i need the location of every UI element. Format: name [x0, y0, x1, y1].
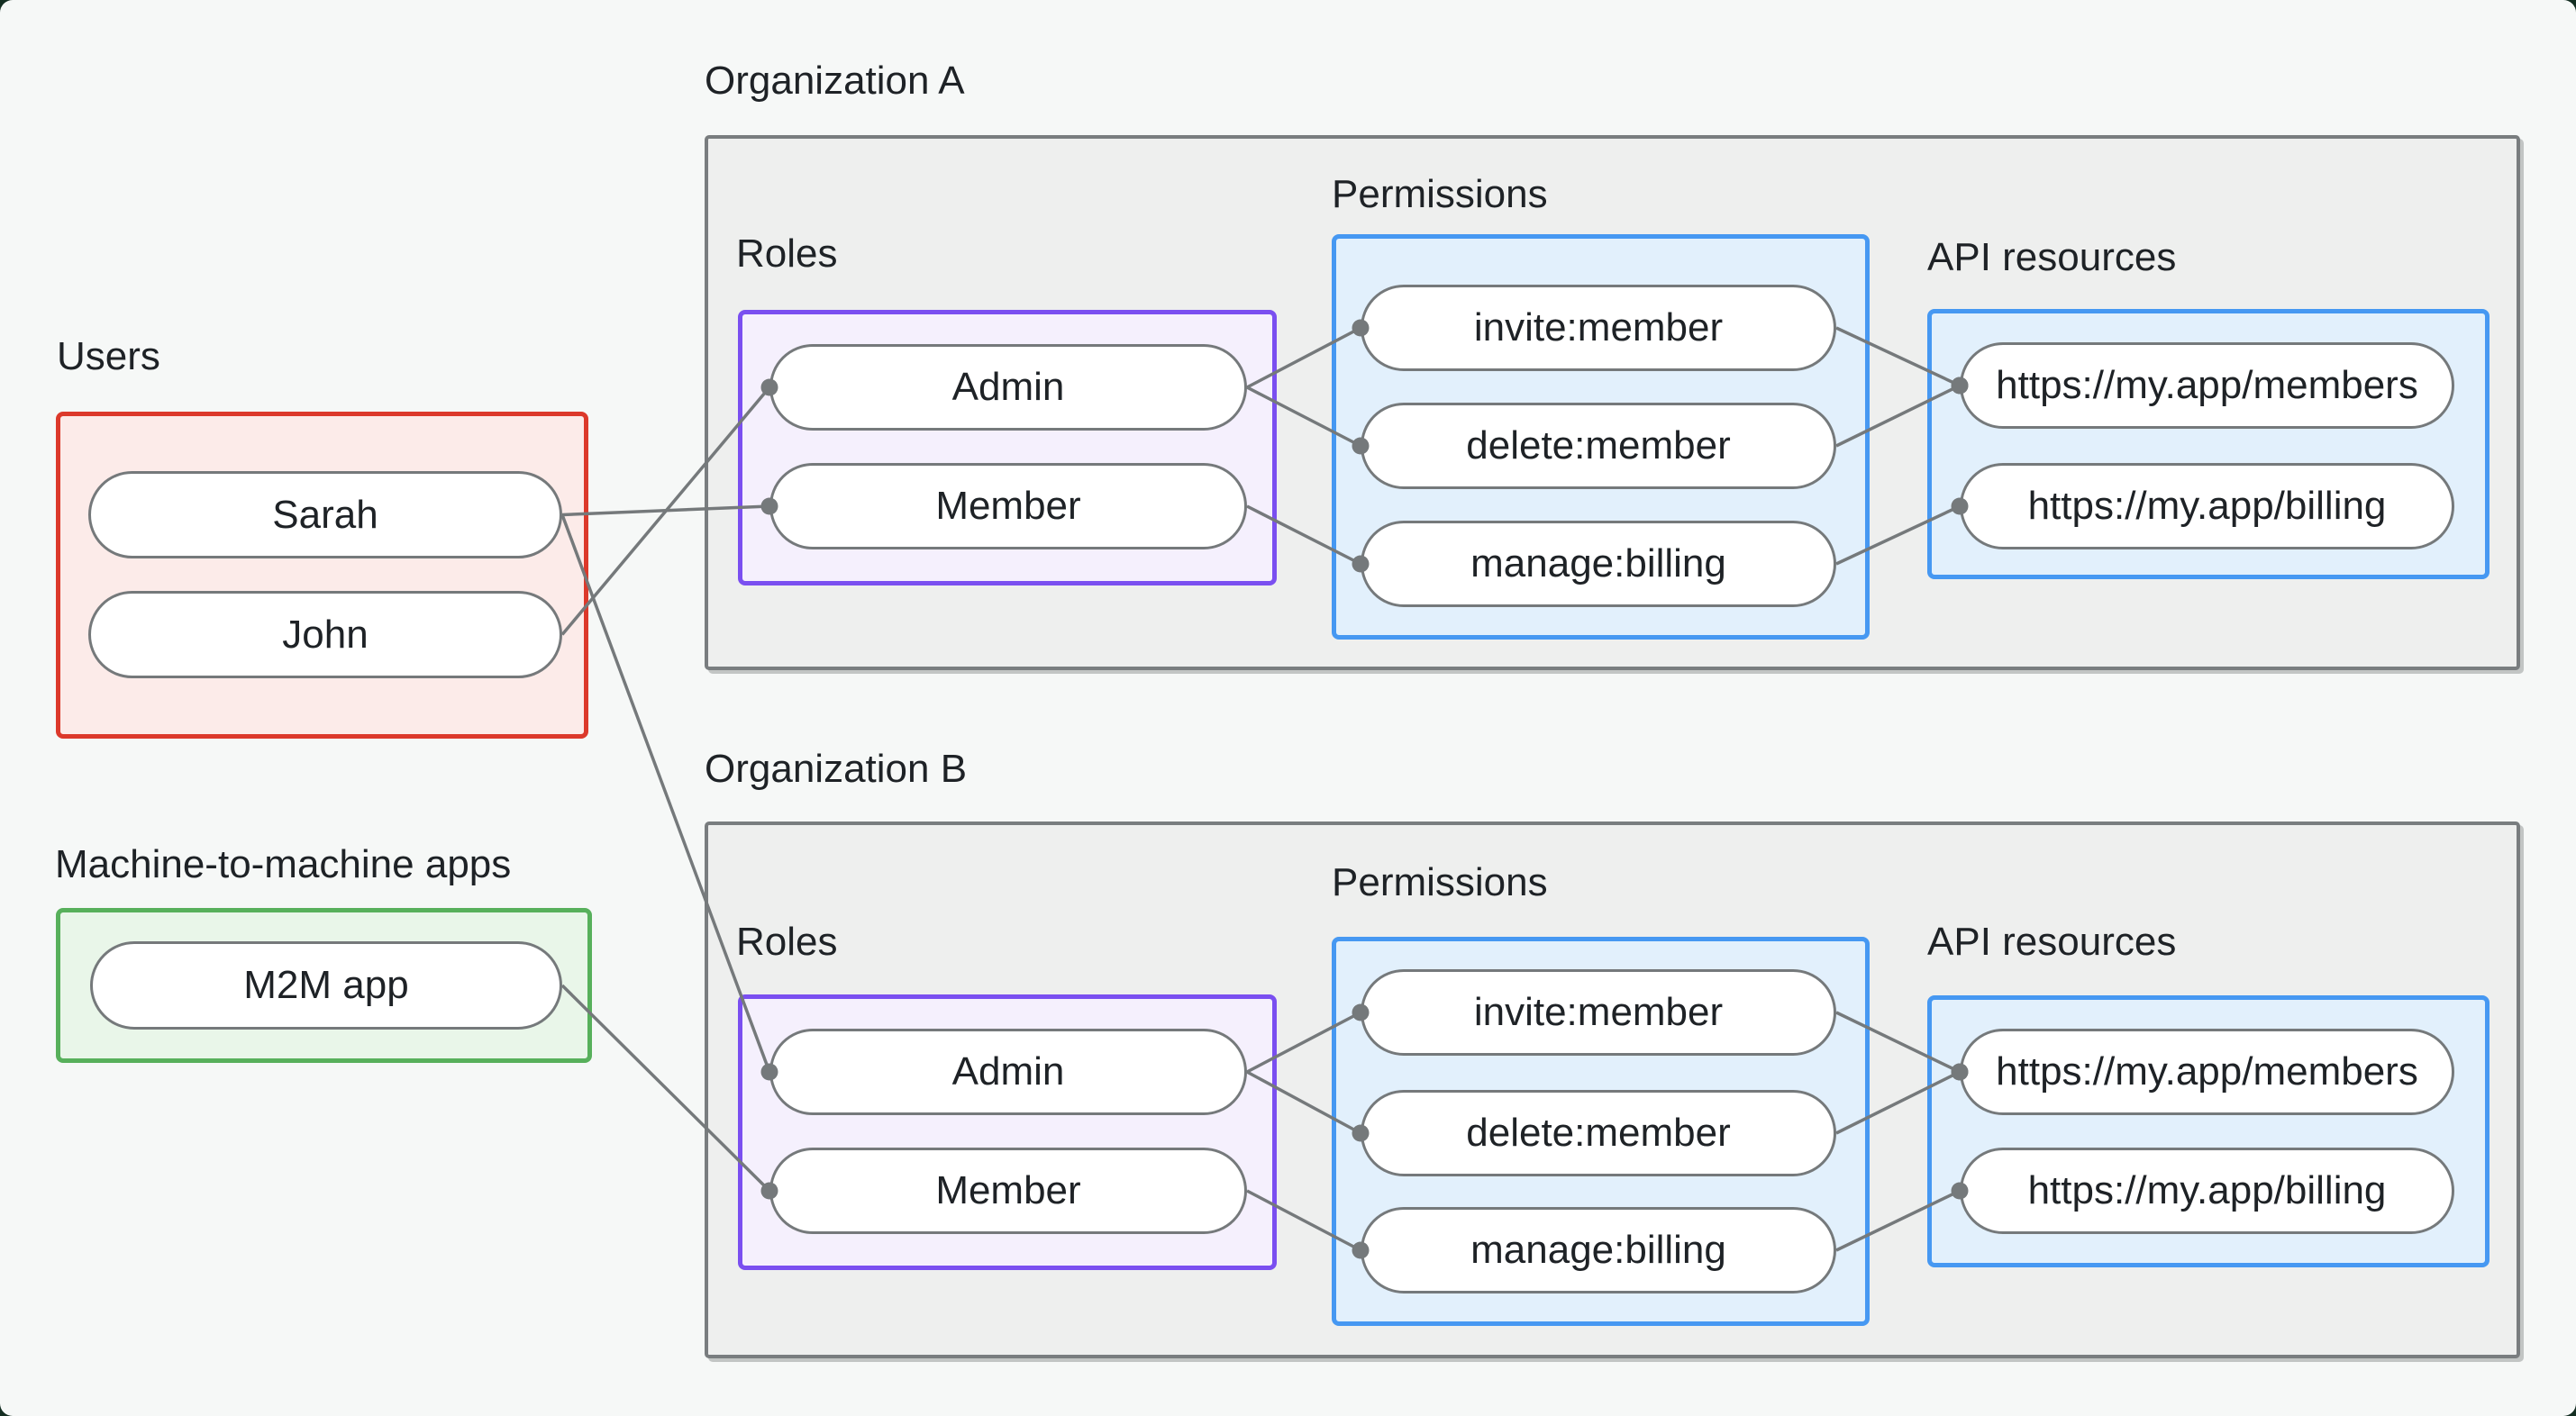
user-node-sarah-label: Sarah	[272, 492, 378, 537]
org-a-api-billing-label: https://my.app/billing	[2027, 484, 2387, 528]
org-a-permission-node-delete-member: delete:member	[1361, 403, 1836, 489]
org-a-api-resources-label: API resources	[1927, 235, 2177, 279]
org-a-permission-invite-member-label: invite:member	[1473, 305, 1724, 349]
org-b-api-node-billing: https://my.app/billing	[1960, 1148, 2454, 1234]
user-node-sarah: Sarah	[88, 471, 562, 558]
org-a-permission-node-manage-billing: manage:billing	[1361, 521, 1836, 607]
org-b-permission-node-delete-member: delete:member	[1361, 1090, 1836, 1176]
org-b-permission-node-manage-billing: manage:billing	[1361, 1207, 1836, 1293]
user-node-john-label: John	[282, 612, 369, 657]
org-a-role-node-admin: Admin	[769, 344, 1247, 431]
org-a-api-members-label: https://my.app/members	[1996, 363, 2418, 407]
org-b-roles-label: Roles	[736, 920, 838, 964]
org-b-api-members-label: https://my.app/members	[1996, 1049, 2418, 1094]
org-a-permission-node-invite-member: invite:member	[1361, 285, 1836, 371]
org-b-permission-manage-billing-label: manage:billing	[1470, 1228, 1726, 1272]
org-a-role-member-label: Member	[935, 484, 1081, 528]
users-group-label: Users	[57, 334, 160, 378]
org-a-permission-manage-billing-label: manage:billing	[1470, 541, 1726, 585]
users-box	[56, 412, 588, 739]
organization-a-label: Organization A	[705, 59, 965, 103]
user-node-john: John	[88, 591, 562, 678]
org-a-api-node-members: https://my.app/members	[1960, 342, 2454, 429]
org-b-permissions-label: Permissions	[1332, 860, 1548, 904]
org-b-permission-node-invite-member: invite:member	[1361, 969, 1836, 1056]
org-b-api-resources-label: API resources	[1927, 920, 2177, 964]
org-b-role-node-admin: Admin	[769, 1029, 1247, 1115]
org-a-permission-delete-member-label: delete:member	[1466, 423, 1731, 467]
org-a-role-admin-label: Admin	[951, 365, 1065, 409]
m2m-group-label: Machine-to-machine apps	[55, 842, 512, 886]
org-b-permission-invite-member-label: invite:member	[1473, 990, 1724, 1034]
org-a-role-node-member: Member	[769, 463, 1247, 549]
org-b-api-node-members: https://my.app/members	[1960, 1029, 2454, 1115]
org-a-api-node-billing: https://my.app/billing	[1960, 463, 2454, 549]
org-b-api-billing-label: https://my.app/billing	[2027, 1168, 2387, 1212]
org-b-role-node-member: Member	[769, 1148, 1247, 1234]
org-a-permissions-label: Permissions	[1332, 172, 1548, 216]
org-a-roles-label: Roles	[736, 231, 838, 276]
organization-b-label: Organization B	[705, 747, 968, 791]
m2m-app-node: M2M app	[90, 941, 562, 1030]
org-b-permission-delete-member-label: delete:member	[1466, 1111, 1731, 1155]
org-b-role-member-label: Member	[935, 1168, 1081, 1212]
m2m-app-node-label: M2M app	[243, 963, 409, 1007]
org-b-role-admin-label: Admin	[951, 1049, 1065, 1094]
